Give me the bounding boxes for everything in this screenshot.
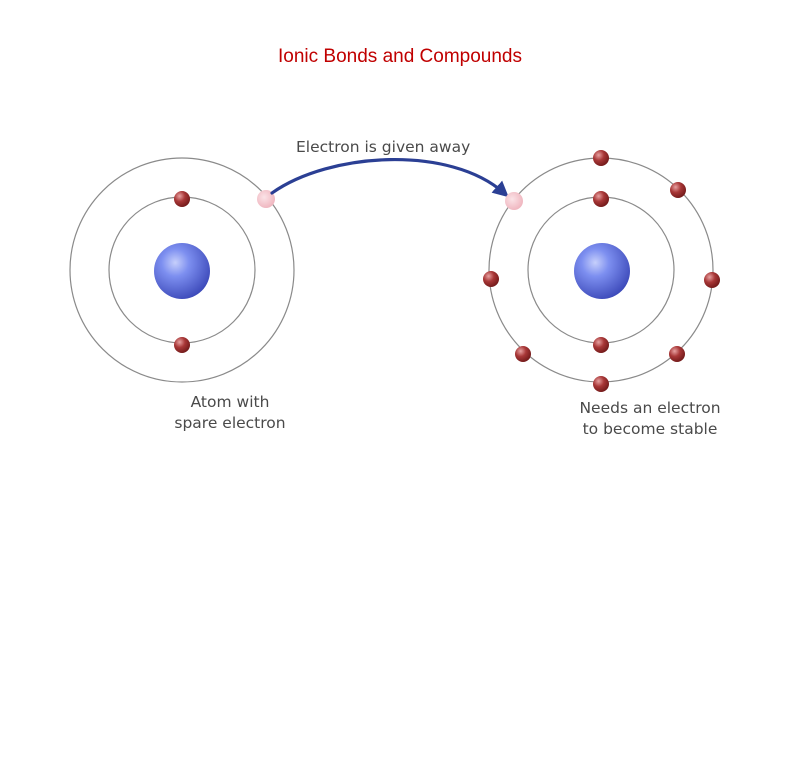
transfer-electron-destination [505,192,523,210]
right-inner-electron [593,191,609,207]
right-outer-electron [483,271,499,287]
left-atom-caption-line2: spare electron [150,413,310,434]
right-outer-electron [704,272,720,288]
right-outer-electron [593,150,609,166]
right-inner-electron [593,337,609,353]
right-outer-electron [593,376,609,392]
left-inner-electron [174,337,190,353]
right-atom-caption-line2: to become stable [540,419,760,440]
right-atom-caption: Needs an electron to become stable [540,398,760,440]
left-nucleus [154,243,210,299]
left-atom [70,158,294,382]
left-inner-electron [174,191,190,207]
right-outer-electron [515,346,531,362]
left-atom-caption-line1: Atom with [150,392,310,413]
transfer-arrow [272,160,504,193]
right-outer-electron [669,346,685,362]
right-atom-caption-line1: Needs an electron [540,398,760,419]
right-atom [483,150,720,392]
right-outer-electron [670,182,686,198]
transfer-label: Electron is given away [296,137,470,158]
left-atom-caption: Atom with spare electron [150,392,310,434]
right-nucleus [574,243,630,299]
